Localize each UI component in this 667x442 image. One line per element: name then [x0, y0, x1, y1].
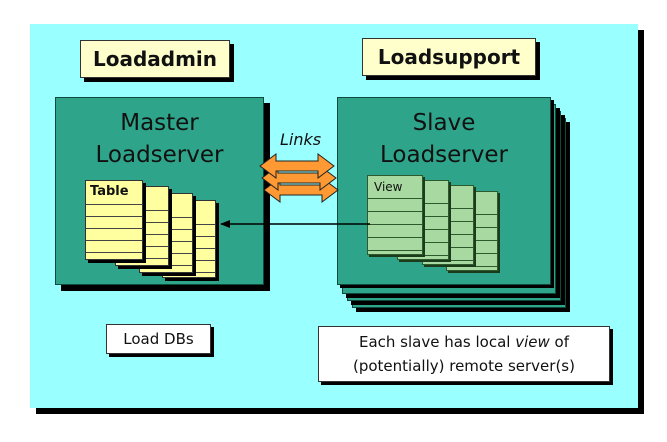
- slave-note-line1: Each slave has local view of: [319, 330, 609, 354]
- slave-note-view-word: view: [515, 333, 550, 351]
- slave-note-line1-post: of: [549, 333, 570, 351]
- slave-title-line2: Loadserver: [380, 142, 508, 168]
- slave-view-note: Each slave has local view of (potentiall…: [318, 326, 610, 382]
- master-table-1: Table: [85, 180, 143, 260]
- links-label: Links: [280, 130, 322, 149]
- slave-note-line2: (potentially) remote server(s): [353, 357, 575, 375]
- table-header: Table: [86, 181, 142, 205]
- slave-title-line1: Slave: [412, 110, 476, 136]
- slave-view-1: View: [367, 175, 423, 255]
- master-title-line1: Master: [120, 110, 199, 136]
- links-double-arrow-1: [259, 153, 335, 179]
- loadadmin-label: Loadadmin: [80, 40, 230, 78]
- master-title-line2: Loadserver: [95, 142, 224, 168]
- slave-note-line1-pre: Each slave has local: [358, 333, 516, 351]
- load-dbs-note: Load DBs: [106, 324, 211, 354]
- view-header: View: [368, 176, 422, 199]
- loadsupport-label: Loadsupport: [362, 38, 536, 76]
